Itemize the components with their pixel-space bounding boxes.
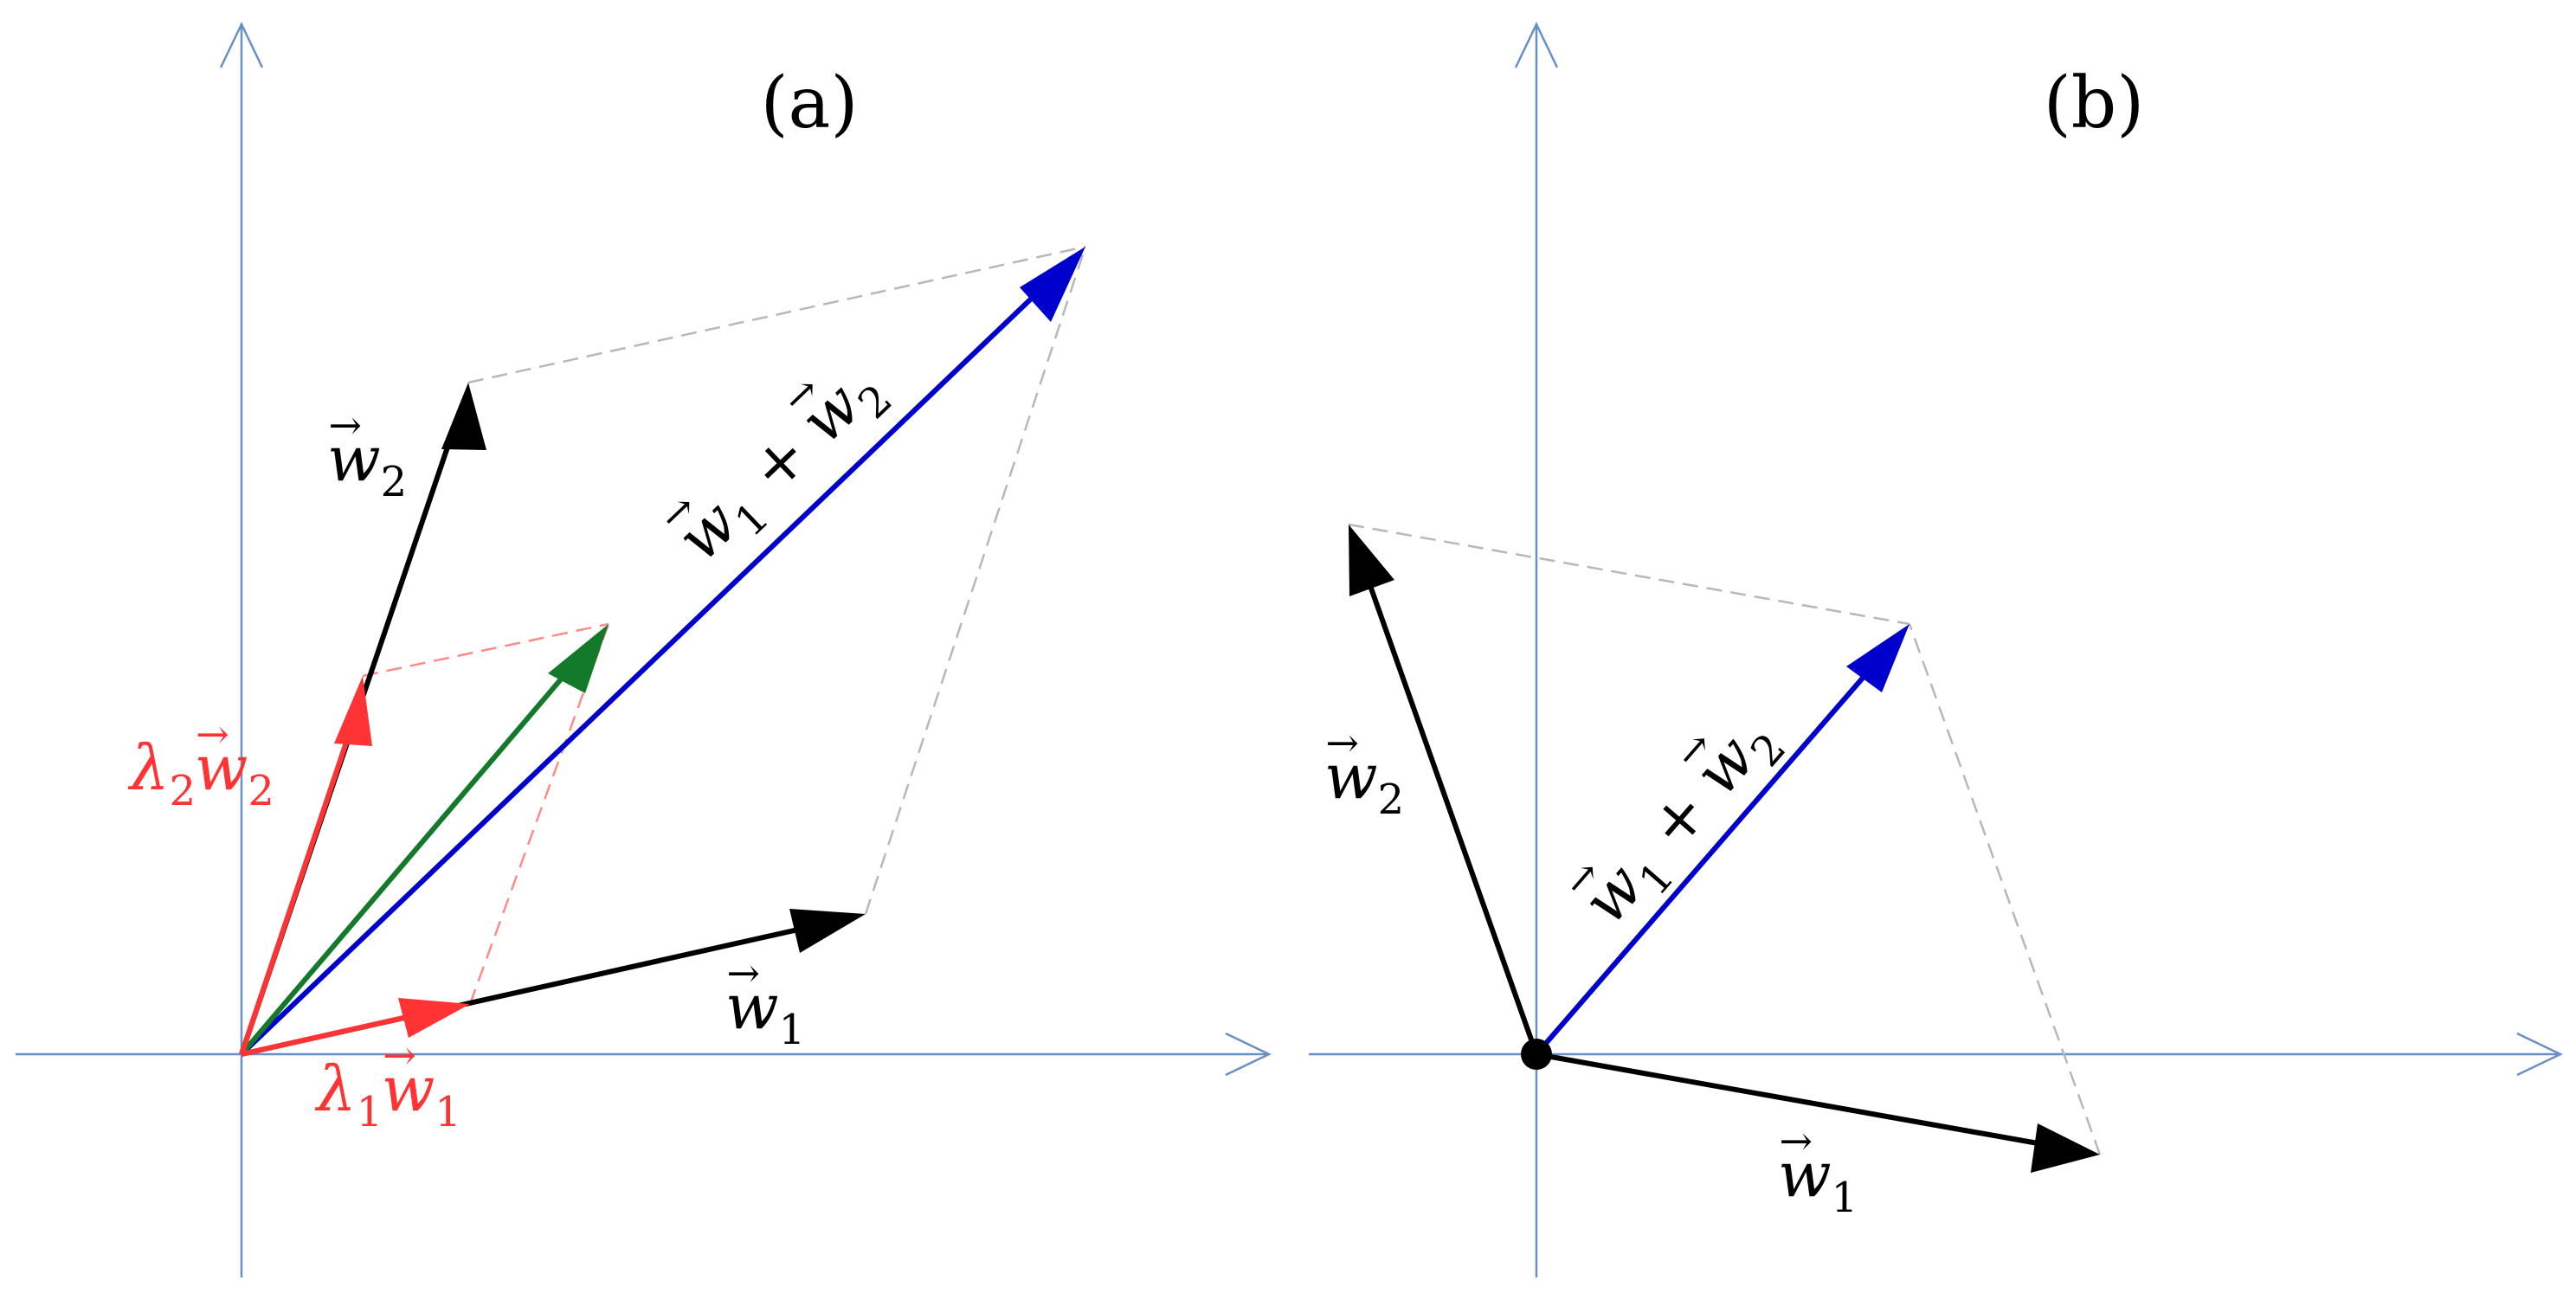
panel-a-w1-base: w: [725, 970, 779, 1043]
panel-a-green-vector: [239, 624, 609, 1056]
panel-a: (a) →w2 →w1 λ2→w2 λ1→w1 →w1 + →w2: [16, 22, 1272, 1277]
panel-a-l1w1-base: w: [382, 1052, 435, 1125]
panel-a-l2w2-sub: 2: [248, 767, 274, 815]
panel-a-axes: [16, 22, 1272, 1277]
panel-a-w2-arrowhead: [441, 383, 486, 450]
panel-a-w2-base: w: [327, 422, 381, 495]
panel-b-w1-arrowhead: [2031, 1123, 2100, 1173]
panel-b-guide-w1-to-sum: [1908, 623, 2102, 1155]
panel-a-guide-l2w2-to-green: [362, 622, 609, 678]
panel-a-l2w2-lambda-sub: 2: [170, 767, 196, 815]
panel-a-sum-arrowhead: [1020, 247, 1085, 322]
panel-b-w2-arrowhead: [1349, 525, 1394, 596]
panel-a-w2-sub: 2: [381, 458, 408, 506]
panel-a-l1w1-vector: [241, 998, 470, 1057]
panel-b-origin-dot: [1521, 1039, 1552, 1070]
panel-b-w1-vector: [1536, 1052, 2100, 1173]
panel-b-w2-sub: 2: [1378, 775, 1405, 824]
panel-a-l1w1-sub: 1: [435, 1088, 461, 1136]
panel-b-sum-arrowhead: [1846, 624, 1909, 692]
panel-b-axes: [1309, 22, 2563, 1277]
panel-a-guide-l1w1-to-green: [468, 623, 610, 1005]
panel-a-l1w1-lambda-sub: 1: [357, 1088, 383, 1136]
panel-a-y-axis-arrowhead: [219, 22, 264, 68]
panel-a-sum-vector: [239, 247, 1085, 1057]
panel-b-y-axis-arrowhead: [1514, 22, 1559, 68]
panel-b-w2-label: →w2: [1324, 719, 1404, 824]
panel-a-w1-sub: 1: [779, 1006, 806, 1054]
panel-b-w1-base: w: [1778, 1138, 1832, 1211]
panel-a-guide-w1-to-sum: [864, 246, 1087, 915]
panel-a-l1w1-arrowhead: [398, 998, 470, 1038]
panel-b-guides: [1348, 523, 2102, 1155]
panel-b-x-axis-arrowhead: [2516, 1032, 2563, 1077]
panel-a-label: (a): [761, 62, 859, 145]
panel-b-w2-base: w: [1324, 740, 1378, 813]
panel-b-sum-vector: [1534, 624, 1909, 1056]
panel-a-l1w1-label: λ1→w1: [314, 1032, 461, 1136]
panel-a-l2w2-label: λ2→w2: [127, 711, 274, 815]
panel-a-w1-label: →w1: [725, 949, 805, 1054]
panel-b-w1-arrow: →: [1779, 1117, 1813, 1164]
panel-b-label: (b): [2044, 62, 2144, 145]
panel-a-w1-arrow: →: [726, 949, 760, 996]
panel-a-l1w1-arrow: →: [383, 1032, 416, 1078]
panel-a-w2-arrow: →: [328, 402, 362, 448]
panel-a-guides: [362, 245, 1087, 1005]
panel-a-l2w2-base: w: [195, 731, 248, 804]
panel-a-l2w2-arrowhead: [334, 676, 372, 746]
panel-b-w2-arrow: →: [1325, 719, 1359, 766]
panel-a-guide-w2-to-sum: [467, 245, 1086, 384]
panel-b-guide-w2-to-sum: [1348, 523, 1910, 626]
panel-a-w1-arrowhead: [789, 909, 866, 953]
panel-b-w2-vector: [1349, 525, 1539, 1056]
panel-b-w1-label: →w1: [1778, 1117, 1858, 1222]
panel-a-green-arrowhead: [548, 624, 609, 693]
panel-b-sum-label: →w1 + →w2: [1552, 687, 1795, 945]
panel-a-x-axis-arrowhead: [1225, 1032, 1272, 1077]
panel-a-l2w2-arrow: →: [196, 711, 229, 757]
panel-b: (b) →w2 →w1 →w1 + →w2: [1309, 22, 2563, 1277]
panel-a-w2-label: →w2: [327, 402, 407, 506]
panel-a-l1w1-lambda: λ: [314, 1052, 357, 1125]
panel-a-l2w2-lambda: λ: [127, 731, 170, 804]
panel-a-l2w2-vector: [239, 676, 372, 1055]
panel-b-w1-sub: 1: [1832, 1174, 1858, 1222]
